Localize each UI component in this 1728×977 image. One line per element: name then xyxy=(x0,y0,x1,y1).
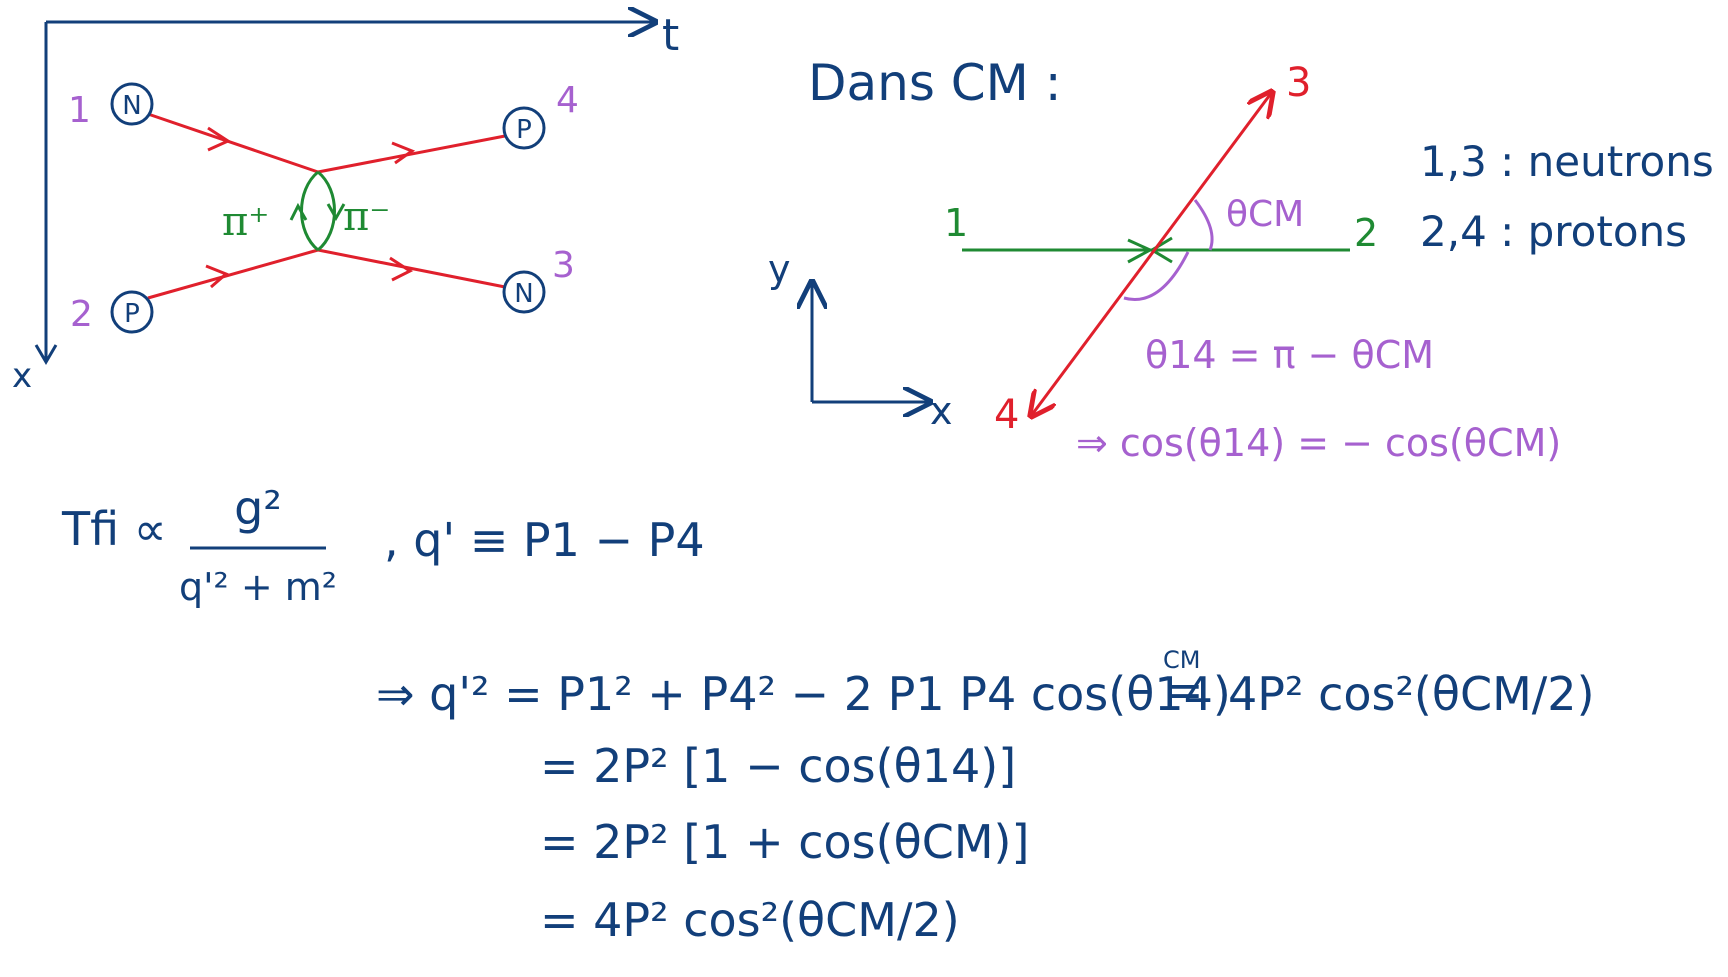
theta14-equation: θ14 = π − θCM xyxy=(1145,333,1434,377)
theta-14-arc xyxy=(1123,251,1190,301)
formula-line-3: = 2P² [1 + cos(θCM)] xyxy=(540,815,1029,869)
outgoing-line xyxy=(1031,92,1272,416)
t-axis-label: t xyxy=(662,10,679,61)
index-3: 3 xyxy=(552,245,575,286)
cm-frame-diagram: Dans CM : y x 1 2 3 4 θCM θ14 = π − θCM … xyxy=(768,54,1714,465)
formulas: Tfi ∝ g² q'² + m² , q' ≡ P1 − P4 ⇒ q'² =… xyxy=(61,481,1595,947)
formula-line-1-rhs: 4P² cos²(θCM/2) xyxy=(1228,667,1595,721)
index-4: 4 xyxy=(556,80,579,121)
pi-plus-label: π⁺ xyxy=(222,199,269,245)
pi-minus-label: π⁻ xyxy=(343,194,390,240)
legend-protons: 2,4 : protons xyxy=(1420,207,1687,256)
formula-line-2: = 2P² [1 − cos(θ14)] xyxy=(540,739,1016,793)
arrow-neutron-out xyxy=(389,256,414,282)
node-neutron-out xyxy=(502,270,546,314)
x-axis-arrowhead xyxy=(34,344,58,365)
tfi-numerator: g² xyxy=(234,481,282,535)
feynman-diagram: t x π⁺ π⁻ N P P N 1 2 4 3 xyxy=(12,10,679,396)
cos-relation: ⇒ cos(θ14) = − cos(θCM) xyxy=(1076,421,1561,465)
line-neutron-out xyxy=(317,248,506,289)
beam-label-2: 2 xyxy=(1354,211,1378,255)
pion-loop-right xyxy=(316,170,336,252)
line-neutron-in xyxy=(147,112,319,174)
cm-heading: Dans CM : xyxy=(808,54,1062,112)
x-axis-label: x xyxy=(12,356,32,396)
line-proton-out xyxy=(317,134,506,174)
index-2: 2 xyxy=(70,294,93,335)
cm-y-label: y xyxy=(768,247,791,291)
node-neutron-in-label: N xyxy=(122,91,141,121)
pion-arrow-down xyxy=(326,203,346,222)
arrow-neutron-in xyxy=(207,126,232,152)
theta-cm-arc xyxy=(1193,199,1214,251)
node-neutron-out-label: N xyxy=(514,279,533,309)
q-definition: , q' ≡ P1 − P4 xyxy=(384,513,705,567)
out-label-4: 4 xyxy=(994,392,1019,438)
formula-line-4: = 4P² cos²(θCM/2) xyxy=(540,893,960,947)
arrow-proton-out xyxy=(391,141,416,165)
cm-over-label: CM xyxy=(1163,646,1200,674)
formula-line-1: ⇒ q'² = P1² + P4² − 2 P1 P4 cos(θ14) xyxy=(376,667,1231,721)
node-neutron-in xyxy=(110,82,154,126)
pion-loop-left xyxy=(300,170,320,252)
out-label-3: 3 xyxy=(1286,60,1311,106)
tfi-lhs: Tfi ∝ xyxy=(61,502,167,556)
node-proton-out-label: P xyxy=(516,115,532,145)
cm-equals: = xyxy=(1165,663,1204,717)
beam-label-1: 1 xyxy=(944,201,968,245)
node-proton-out xyxy=(502,106,546,150)
tfi-denominator: q'² + m² xyxy=(179,565,337,609)
pion-arrow-up xyxy=(289,202,308,221)
node-proton-in xyxy=(110,290,154,334)
line-proton-in xyxy=(147,248,319,300)
legend-neutrons: 1,3 : neutrons xyxy=(1420,137,1714,186)
theta-cm-label: θCM xyxy=(1226,194,1304,235)
arrow-proton-in xyxy=(205,264,229,289)
node-proton-in-label: P xyxy=(124,299,140,329)
index-1: 1 xyxy=(68,90,91,131)
cm-x-label: x xyxy=(930,389,953,433)
